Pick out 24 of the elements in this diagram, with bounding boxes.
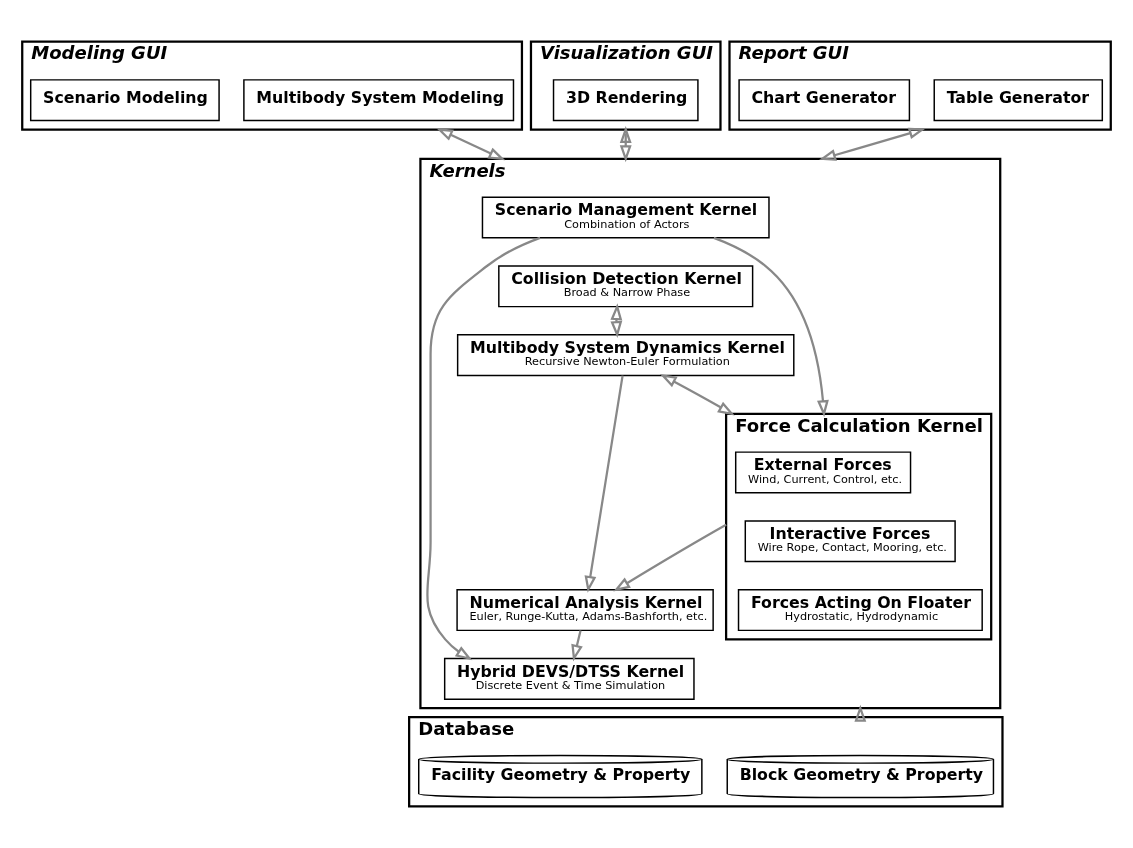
arrow bbox=[426, 236, 541, 661]
arrow bbox=[819, 127, 926, 161]
node-box: Hybrid DEVS/DTSS Kernel Discrete Event & Time Simulation bbox=[443, 657, 695, 700]
arrow bbox=[613, 523, 727, 592]
node-box: Scenario Modeling bbox=[29, 79, 220, 122]
arrow bbox=[436, 128, 506, 161]
arrow bbox=[619, 126, 632, 163]
arrow bbox=[854, 704, 867, 722]
node-box: 3D Rendering bbox=[552, 79, 699, 122]
arrow bbox=[610, 303, 623, 338]
node-box: Forces Acting On Floater Hydrostatic, Hydrodynamic bbox=[737, 589, 983, 632]
node-box: Interactive Forces Wire Rope, Contact, Mooring, etc. bbox=[744, 520, 956, 563]
arrow bbox=[584, 375, 624, 593]
node-box: Chart Generator bbox=[738, 79, 911, 122]
node-box: Table Generator bbox=[933, 79, 1104, 122]
node-box: External Forces Wind, Current, Control, etc. bbox=[734, 451, 912, 494]
node-box: Numerical Analysis Kernel Euler, Runge-Kutta, Adams-Bashforth, etc. bbox=[456, 589, 714, 632]
node-box: Multibody System Dynamics Kernel Recursive Newton-Euler Formulation bbox=[456, 334, 795, 377]
arrow bbox=[659, 374, 735, 416]
node-box: Collision Detection Kernel Broad & Narrow Phase bbox=[498, 265, 754, 308]
arrow bbox=[713, 236, 829, 418]
node-box: Multibody System Modeling bbox=[243, 79, 515, 122]
arrow bbox=[571, 630, 583, 662]
node-box: Scenario Management Kernel Combination of Actors bbox=[481, 196, 770, 239]
